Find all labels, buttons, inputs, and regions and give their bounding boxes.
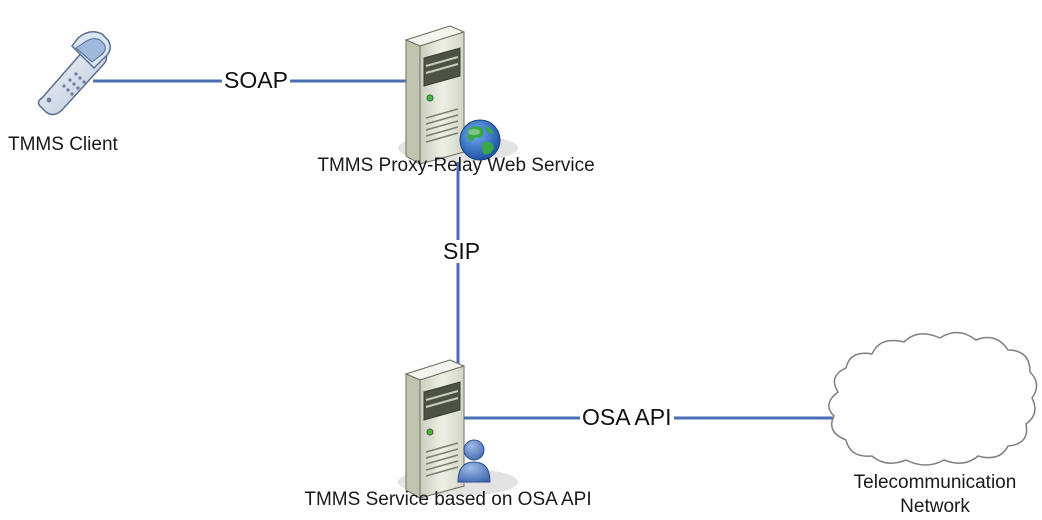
cloud-icon [828, 331, 1038, 466]
osa-api-label: OSA API [580, 404, 674, 430]
telecom-network-label-line2: Network [900, 496, 970, 517]
osa-service-label: TMMS Service based on OSA API [304, 489, 592, 510]
soap-label: SOAP [222, 67, 290, 93]
server-user-icon [398, 359, 518, 499]
tmms-client-label: TMMS Client [8, 134, 118, 155]
mobile-phone-icon [37, 31, 111, 116]
proxy-service-label: TMMS Proxy-Relay Web Service [317, 155, 595, 176]
web-server-globe-icon [398, 25, 518, 165]
sip-label: SIP [441, 238, 483, 264]
telecom-network-label-line1: Telecommunication [853, 472, 1017, 493]
